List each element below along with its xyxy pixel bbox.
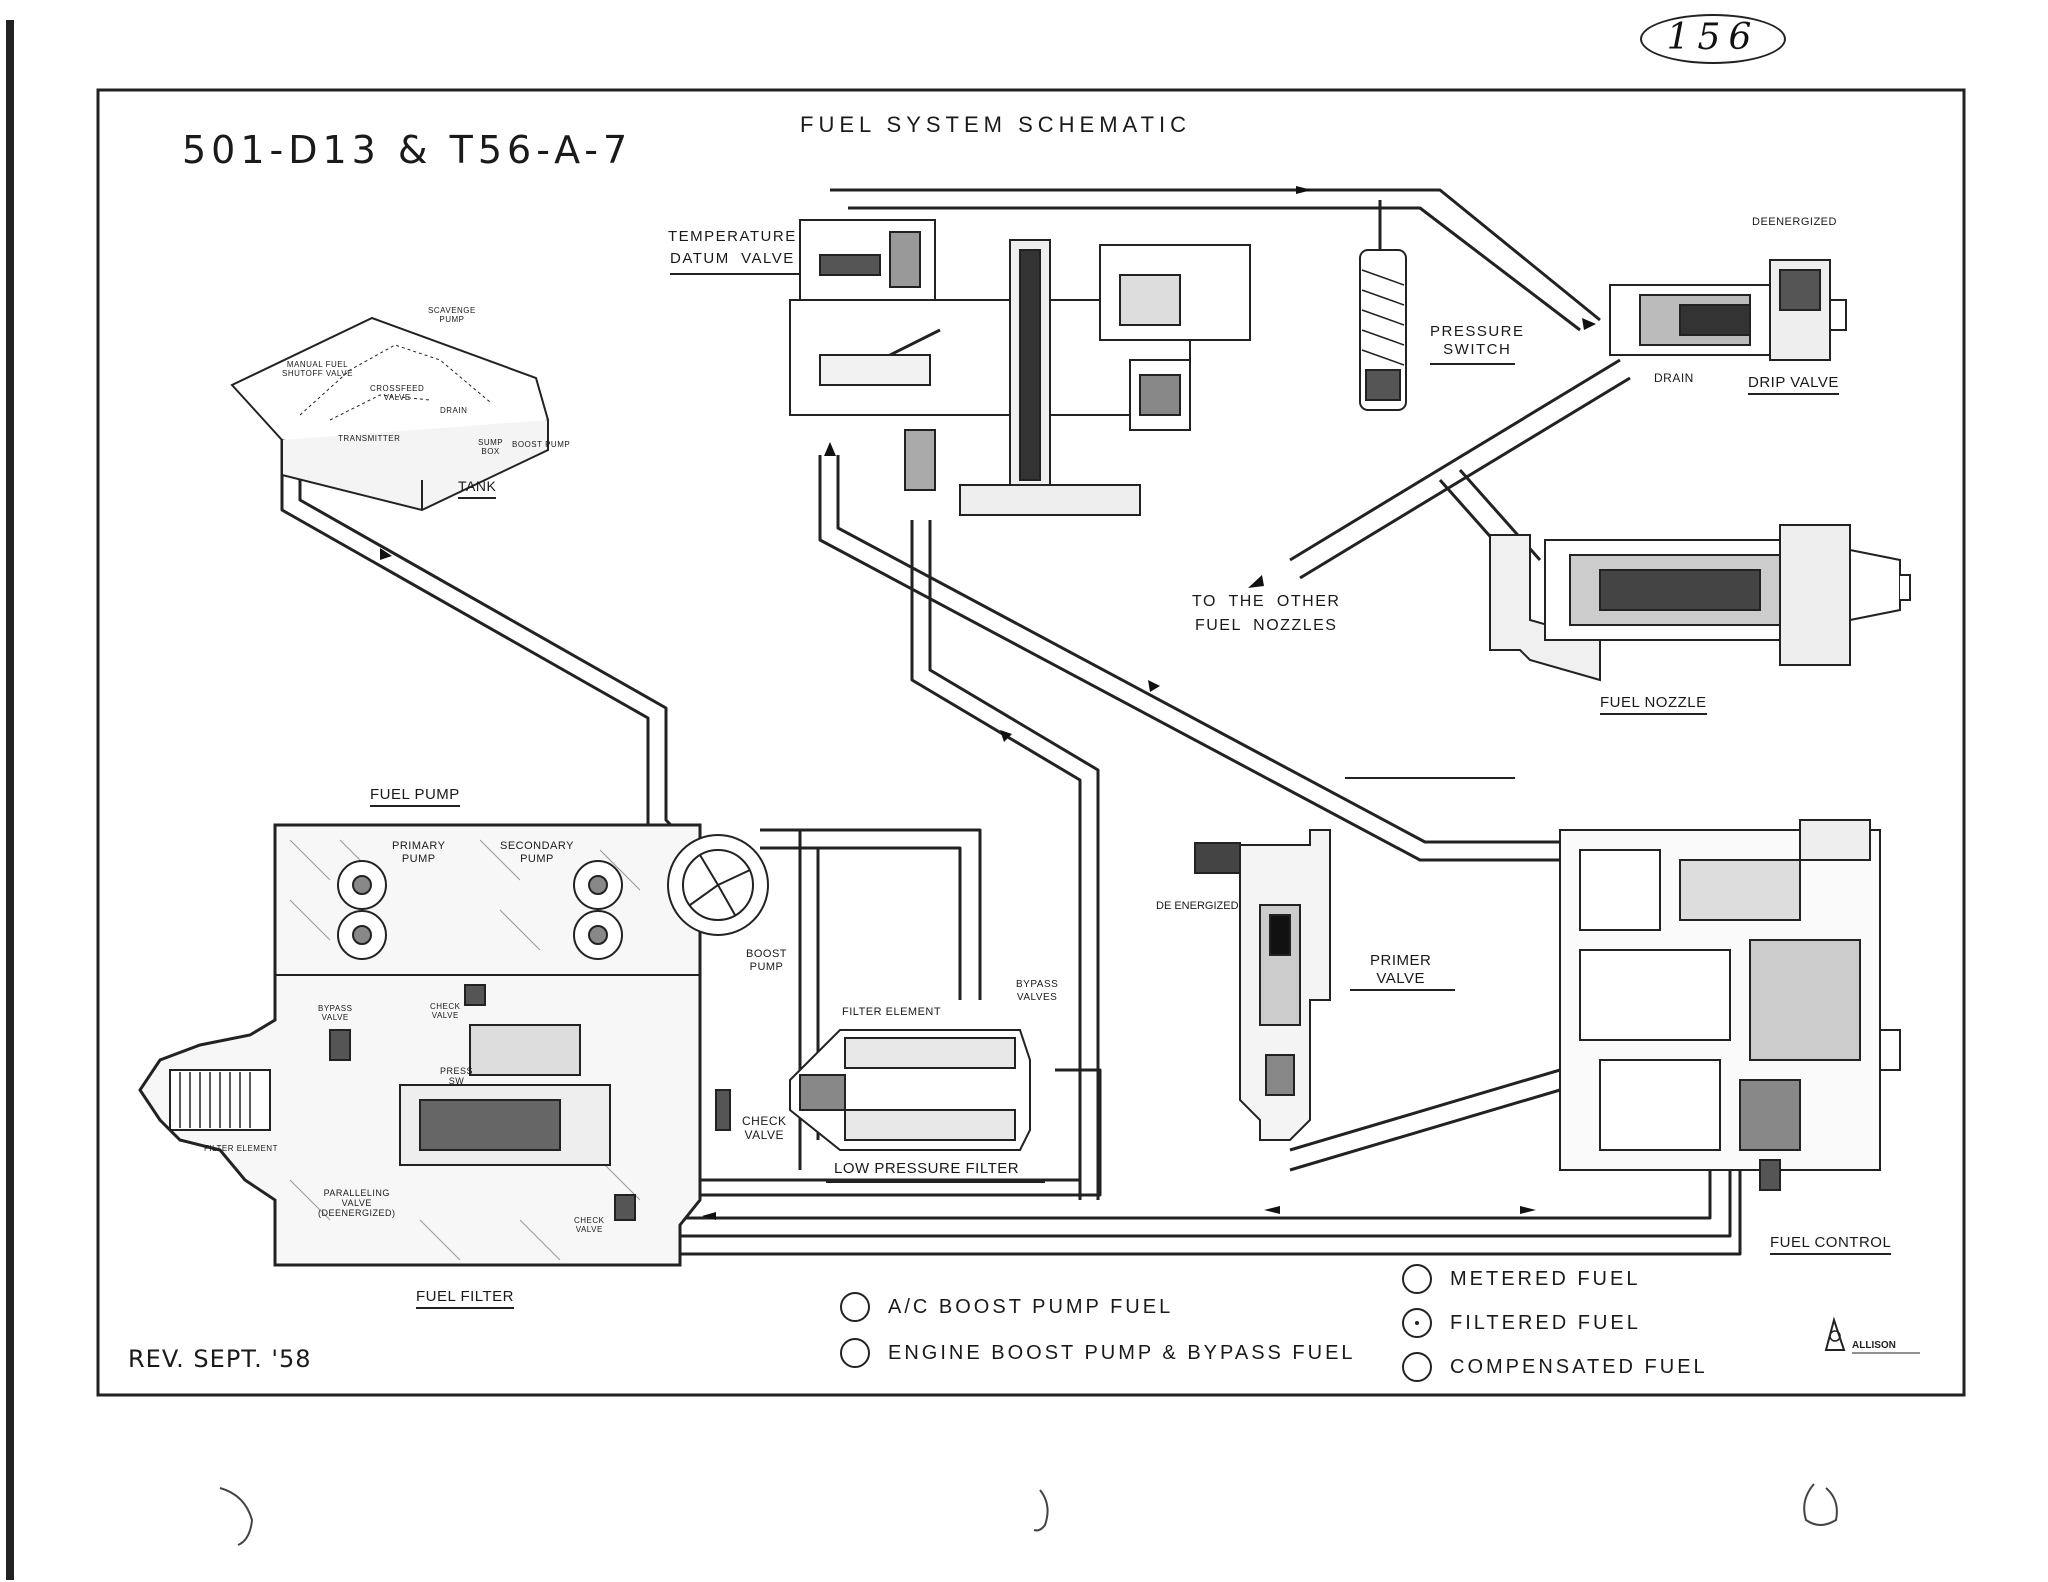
label-bypass-valves: BYPASS VALVES (1016, 979, 1059, 1003)
label-tank-transmitter: TRANSMITTER (338, 434, 401, 443)
to-nozzles-line (1289, 358, 1621, 562)
label-pressure-switch: PRESSURE SWITCH (1430, 323, 1525, 358)
bottom-line-c (680, 1170, 1742, 1256)
label-filter-element-lp: FILTER ELEMENT (842, 1006, 942, 1018)
label-fuel-pump: FUEL PUMP (370, 786, 460, 807)
pressure-switch-drawing (1359, 249, 1407, 411)
primer-valve-drawing (1194, 829, 1331, 1141)
label-paralleling-valve: PARALLELING VALVE (DEENERGIZED) (318, 1188, 396, 1218)
page-number: 156 (1640, 14, 1786, 64)
diagram-title: FUEL SYSTEM SCHEMATIC (800, 112, 1192, 137)
label-fuel-nozzle: FUEL NOZZLE (1600, 694, 1707, 715)
legend-circle-icon (1402, 1264, 1432, 1294)
label-press-sw: PRESS SW (440, 1066, 474, 1086)
fuel-lines (280, 188, 1742, 1256)
pencil-marks (219, 1483, 1838, 1546)
label-drain: DRAIN (1654, 371, 1694, 385)
label-fuel-control: FUEL CONTROL (1770, 1234, 1892, 1255)
model-designation: 501-D13 & T56-A-7 (182, 128, 633, 172)
legend-item: A/C BOOST PUMP FUEL (840, 1292, 1173, 1322)
control-to-primer-inner (1289, 1068, 1561, 1152)
fuel-filter-internal (169, 984, 636, 1221)
revision-date: REV. SEPT. '58 (128, 1345, 312, 1373)
control-to-primer (1289, 1088, 1561, 1172)
label-primary-pump: PRIMARY PUMP (392, 840, 446, 865)
label-deenergized-top: DEENERGIZED (1752, 216, 1837, 228)
boost-outlet-line-inner (760, 846, 962, 1000)
label-tank-crossfeed: CROSSFEED VALVE (370, 384, 425, 402)
hatch-pattern (289, 839, 641, 1261)
legend-circle-icon (1402, 1352, 1432, 1382)
legend-text: COMPENSATED FUEL (1450, 1355, 1708, 1378)
to-nozzles-line-inner (1299, 376, 1631, 580)
legend-text: METERED FUEL (1450, 1267, 1641, 1290)
bottom-return-line (680, 1068, 1102, 1197)
label-bypass-valve-small: BYPASS VALVE (318, 1004, 353, 1022)
legend-item: FILTERED FUEL (1402, 1308, 1641, 1338)
label-primer-valve: PRIMER VALVE (1370, 952, 1432, 987)
fuel-nozzle-drawing (1489, 524, 1911, 682)
label-tank-manual-shutoff: MANUAL FUEL SHUTOFF VALVE (282, 360, 353, 378)
label-secondary-pump: SECONDARY PUMP (500, 840, 574, 865)
boost-pump-impeller (667, 834, 769, 936)
bottom-line-b (680, 1170, 1732, 1238)
drip-valve-drawing (1609, 259, 1847, 361)
label-underlines (670, 273, 1515, 1183)
label-check-valve-small: CHECK VALVE (430, 1002, 461, 1020)
legend-circle-icon (840, 1292, 870, 1322)
legend-text: ENGINE BOOST PUMP & BYPASS FUEL (888, 1341, 1356, 1364)
binding-edge (6, 20, 14, 1580)
control-to-tdv (818, 455, 1590, 862)
tank-drawing (230, 316, 550, 512)
sheet-border (96, 88, 1966, 1397)
label-tank: TANK (458, 478, 497, 499)
label-temperature-datum-valve: TEMPERATURE DATUM VALVE (668, 228, 797, 267)
label-check-valve: CHECK VALVE (742, 1114, 787, 1142)
bottom-line-a (680, 1170, 1712, 1220)
label-tank-scavenge: SCAVENGE PUMP (428, 306, 476, 324)
legend-circle-icon (840, 1338, 870, 1368)
legend-dot-circle-icon (1402, 1308, 1432, 1338)
label-fuel-filter: FUEL FILTER (416, 1288, 515, 1309)
low-pressure-filter-drawing (715, 1029, 1031, 1151)
svg-text:ALLISON: ALLISON (1852, 1340, 1896, 1351)
tdv-to-pump (910, 520, 1082, 1200)
tdv-assembly (789, 219, 1251, 516)
label-deenergized-primer: DE ENERGIZED (1156, 900, 1239, 912)
legend-item: COMPENSATED FUEL (1402, 1352, 1708, 1382)
control-to-tdv-inner (836, 455, 1590, 844)
label-drip-valve: DRIP VALVE (1748, 374, 1839, 395)
fuel-control-drawing (1559, 819, 1901, 1191)
label-filter-element-small: FILTER ELEMENT (204, 1144, 278, 1153)
label-low-pressure-filter: LOW PRESSURE FILTER (834, 1160, 1020, 1181)
label-tank-sump: SUMP BOX (478, 438, 504, 456)
legend-item: METERED FUEL (1402, 1264, 1640, 1294)
tdv-to-pump-inner (928, 520, 1100, 1200)
label-to-other-nozzles: TO THE OTHER FUEL NOZZLES (1192, 593, 1341, 634)
label-tank-boost: BOOST PUMP (512, 440, 571, 449)
pump-gears (337, 860, 623, 960)
legend-text: FILTERED FUEL (1450, 1311, 1641, 1334)
label-boost-pump: BOOST PUMP (746, 948, 788, 973)
boost-outlet-line (760, 828, 982, 1000)
label-check-valve-bottom: CHECK VALVE (574, 1216, 605, 1234)
legend-item: ENGINE BOOST PUMP & BYPASS FUEL (840, 1338, 1356, 1368)
tdv-top-line-inner (848, 206, 1581, 332)
legend-text: A/C BOOST PUMP FUEL (888, 1295, 1174, 1318)
tdv-top-line (830, 188, 1601, 322)
allison-logo: ALLISON (1824, 1316, 1920, 1354)
label-tank-drain: DRAIN (440, 406, 468, 415)
